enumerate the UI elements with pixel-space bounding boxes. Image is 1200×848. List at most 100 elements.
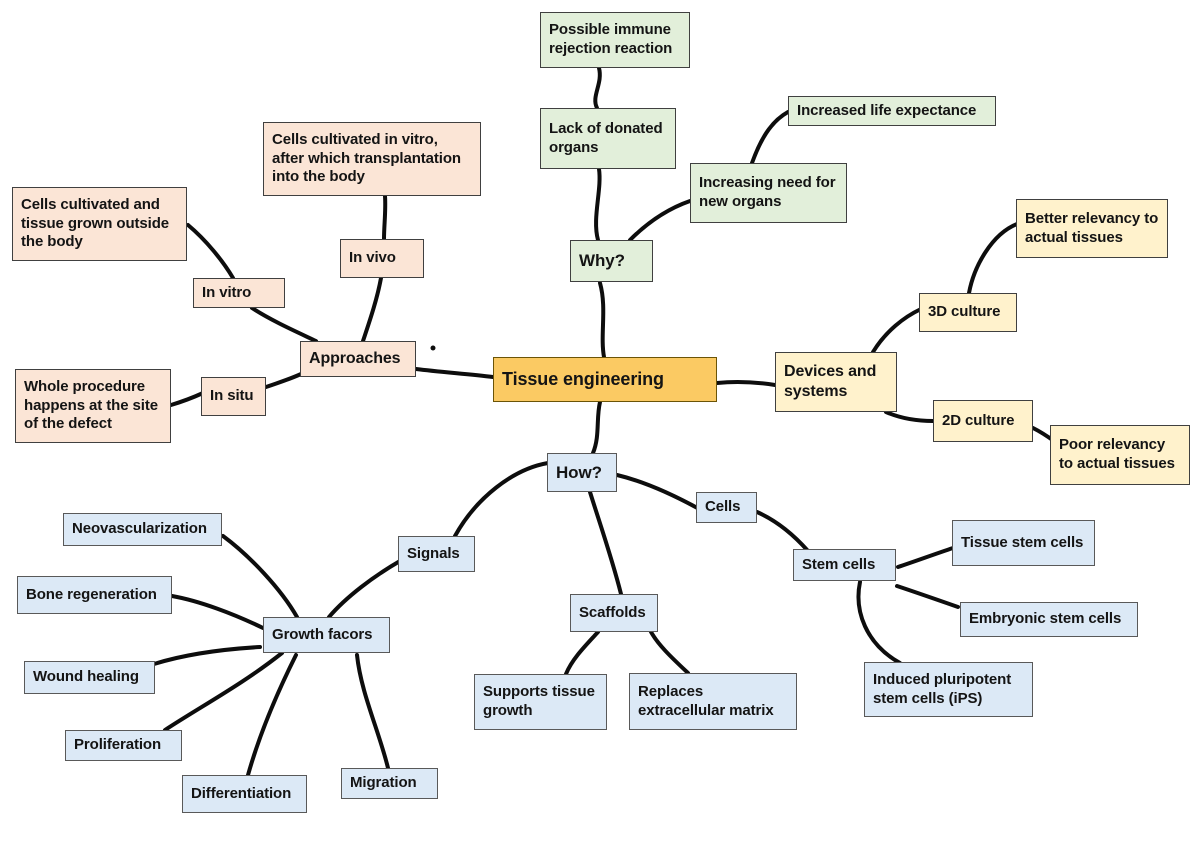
node-label: Lack of donated organs [549, 119, 663, 156]
node-label: Supports tissue growth [483, 683, 595, 719]
node-label: Bone regeneration [26, 585, 157, 603]
edge-tissue-engineering--why [598, 281, 606, 359]
node-label: Wound healing [33, 668, 139, 686]
edge-bone-regeneration--growth-facors [170, 594, 265, 630]
node-label: In vitro [202, 283, 252, 301]
node-label: Tissue engineering [502, 369, 664, 390]
node-label: Induced pluripotent stem cells (iPS) [873, 670, 1012, 707]
edge-stem-cells--induced-pluripotent [856, 580, 902, 665]
edge-growth-facors--migration [355, 653, 390, 770]
node-increasing-need-new-organs: Increasing need for new organs [690, 163, 847, 223]
edge-in-vivo--cells-cultivated-in-vitro [382, 194, 388, 241]
node-label: Devices and systems [784, 362, 877, 400]
node-better-relevancy: Better relevancy to actual tissues [1016, 199, 1168, 258]
node-scaffolds: Scaffolds [570, 594, 658, 632]
edge-neovascularization--growth-facors [221, 534, 299, 619]
node-how: How? [547, 453, 617, 492]
node-cells-cultivated-outside: Cells cultivated and tissue grown outsid… [12, 187, 187, 261]
node-devices-and-systems: Devices and systems [775, 352, 897, 412]
edge-3d-culture--better-relevancy [967, 222, 1019, 295]
edge-stem-cells--tissue-stem-cells [896, 546, 955, 569]
node-label: Cells cultivated in vitro, after which t… [272, 130, 461, 186]
node-label: Embryonic stem cells [969, 610, 1122, 628]
node-label: Replaces extracellular matrix [638, 682, 774, 719]
node-why: Why? [570, 240, 653, 282]
node-in-vitro: In vitro [193, 278, 285, 308]
edge-how--cells [615, 473, 703, 512]
node-differentiation: Differentiation [182, 775, 307, 813]
node-label: Better relevancy to actual tissues [1025, 209, 1159, 246]
node-tissue-engineering: Tissue engineering [493, 357, 717, 402]
node-2d-culture: 2D culture [933, 400, 1033, 442]
node-in-situ: In situ [201, 377, 266, 416]
edge-tissue-engineering--devices-and-systems [715, 379, 777, 387]
node-label: 3D culture [928, 303, 1001, 321]
edge-scaffolds--supports-tissue-growth [564, 630, 600, 676]
node-3d-culture: 3D culture [919, 293, 1017, 332]
node-label: In situ [210, 387, 254, 405]
edge-in-situ--approaches [264, 372, 303, 389]
edge-in-vivo--approaches [361, 276, 383, 343]
edge-devices-and-systems--3d-culture [871, 307, 923, 354]
edge-devices-and-systems--2d-culture [884, 410, 935, 423]
node-label: Proliferation [74, 736, 162, 754]
edge-tissue-engineering--how [591, 400, 602, 455]
node-growth-facors: Growth facors [263, 617, 390, 653]
node-label: Cells [705, 498, 741, 516]
node-proliferation: Proliferation [65, 730, 182, 761]
node-approaches: Approaches [300, 341, 416, 377]
edge-scaffolds--replaces-extracellular-matrix [648, 628, 690, 675]
node-cells-cultivated-in-vitro: Cells cultivated in vitro, after which t… [263, 122, 481, 196]
node-label: Whole procedure happens at the site of t… [24, 377, 158, 433]
node-in-vivo: In vivo [340, 239, 424, 278]
node-label: Poor relevancy to actual tissues [1059, 436, 1175, 472]
node-wound-healing: Wound healing [24, 661, 155, 694]
node-label: Migration [350, 774, 417, 792]
edge-whole-procedure--in-situ [169, 391, 205, 407]
node-lack-of-donated-organs: Lack of donated organs [540, 108, 676, 169]
edge-signals--growth-facors [327, 559, 402, 619]
node-label: Differentiation [191, 784, 292, 802]
node-whole-procedure: Whole procedure happens at the site of t… [15, 369, 171, 443]
node-possible-immune-rejection: Possible immune rejection reaction [540, 12, 690, 68]
node-label: Tissue stem cells [961, 533, 1084, 551]
node-label: Neovascularization [72, 520, 207, 538]
node-bone-regeneration: Bone regeneration [17, 576, 172, 614]
node-increased-life-expectance: Increased life expectance [788, 96, 996, 126]
node-cells: Cells [696, 492, 757, 523]
node-label: 2D culture [942, 411, 1015, 429]
edge-cells-cultivated-outside--in-vitro [186, 223, 235, 280]
node-supports-tissue-growth: Supports tissue growth [474, 674, 607, 730]
node-replaces-extracellular-matrix: Replaces extracellular matrix [629, 673, 797, 730]
node-label: Increased life expectance [797, 101, 977, 119]
node-induced-pluripotent: Induced pluripotent stem cells (iPS) [864, 662, 1033, 717]
edge-wound-healing--growth-facors [152, 645, 262, 666]
node-label: Approaches [309, 349, 401, 367]
node-neovascularization: Neovascularization [63, 513, 222, 546]
edge-why--increasing-need-new-organs [628, 199, 692, 242]
node-label: In vivo [349, 249, 396, 267]
edge-how--signals [453, 461, 550, 538]
edge-why--lack-of-donated-organs [594, 167, 602, 242]
edge-stem-cells--embryonic-stem-cells [895, 584, 960, 609]
node-migration: Migration [341, 768, 438, 799]
edge-lack-of-donated-organs--possible-immune-rejection [593, 66, 602, 110]
node-embryonic-stem-cells: Embryonic stem cells [960, 602, 1138, 637]
node-tissue-stem-cells: Tissue stem cells [952, 520, 1095, 566]
node-poor-relevancy: Poor relevancy to actual tissues [1050, 425, 1190, 485]
edge-in-vitro--approaches [250, 306, 318, 343]
node-label: Cells cultivated and tissue grown outsid… [21, 195, 170, 251]
edge-cells--stem-cells [755, 510, 810, 553]
node-label: Signals [407, 544, 460, 562]
ink-dot [430, 345, 436, 351]
node-label: Stem cells [802, 555, 876, 573]
edge-growth-facors--differentiation [246, 653, 298, 777]
node-label: How? [556, 462, 602, 482]
edge-how--scaffolds [588, 490, 623, 596]
node-label: Scaffolds [579, 603, 646, 621]
node-signals: Signals [398, 536, 475, 572]
edge-increasing-need-new-organs--increased-life-expectance [750, 110, 790, 165]
edge-approaches--tissue-engineering [414, 367, 495, 379]
